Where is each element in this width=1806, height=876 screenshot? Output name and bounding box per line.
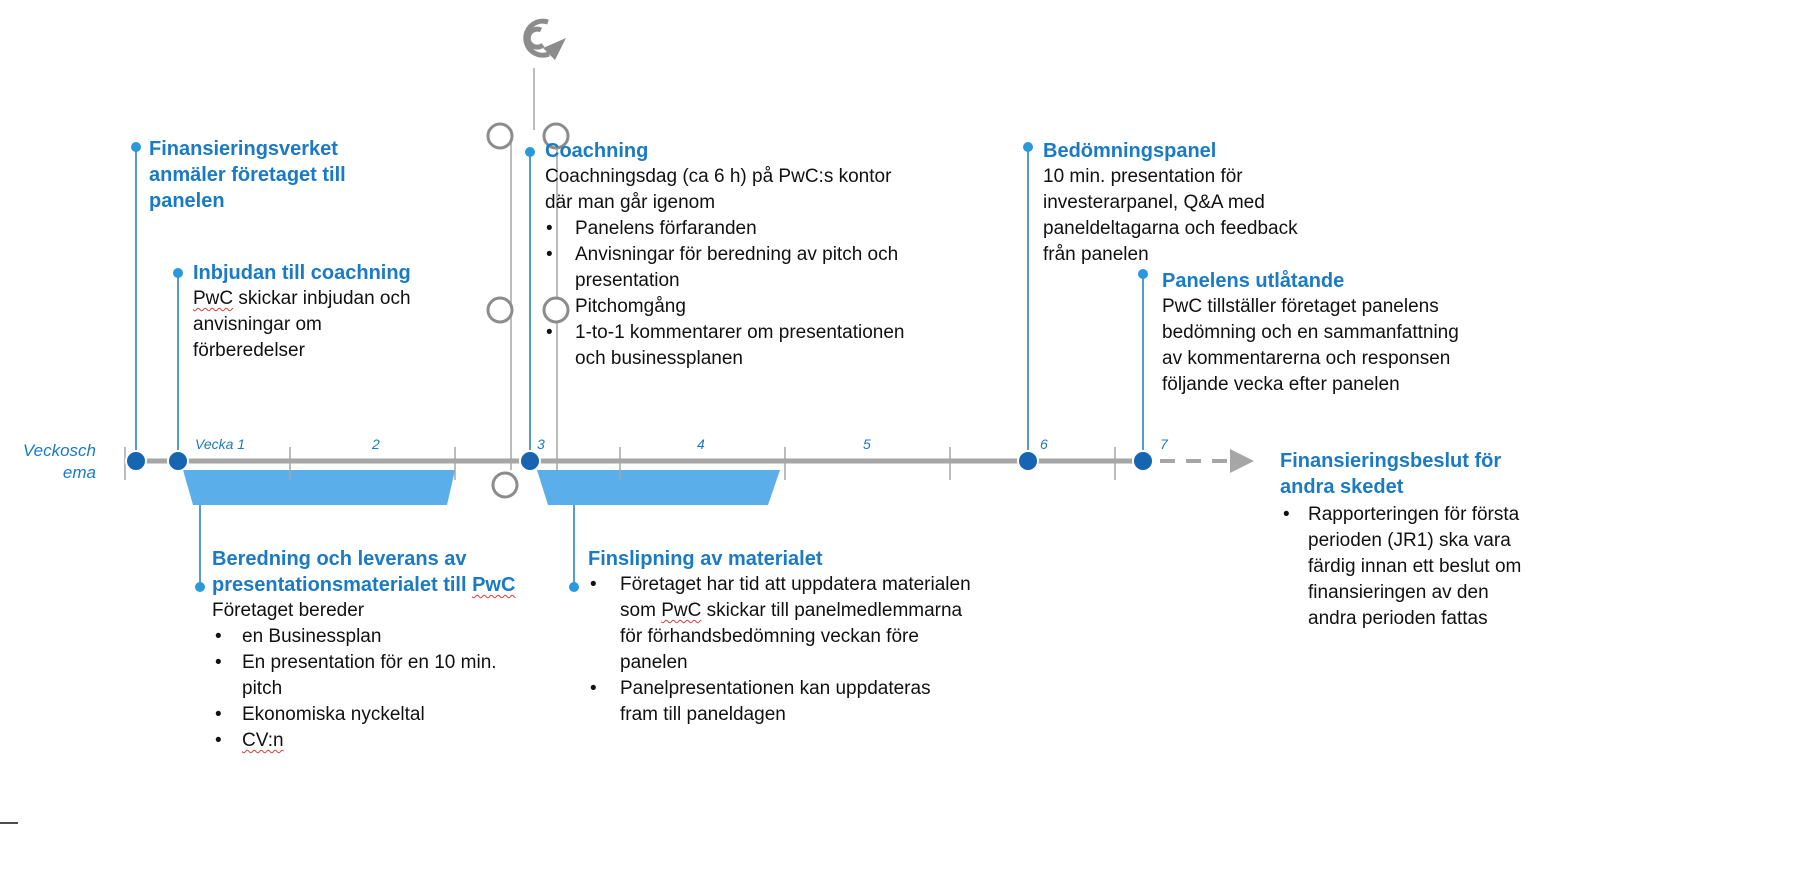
coachning-bullet: och businessplanen <box>575 348 743 369</box>
finansieringsbeslut-bullet: perioden (JR1) ska vara <box>1308 530 1511 551</box>
prep-band <box>183 470 455 505</box>
axis-label-line: ema <box>62 463 96 482</box>
timeline-axis <box>124 447 1227 480</box>
coachning-title: Coachning <box>545 140 649 162</box>
bullet-marker: • <box>215 626 222 647</box>
title-line: andra skedet <box>1280 476 1404 498</box>
bedomningspanel-block: Bedömningspanel 10 min. presentation för… <box>1043 138 1298 268</box>
week-label: 2 <box>372 436 380 452</box>
coachning-bullet: Panelens förfaranden <box>575 218 757 239</box>
utlatande-body-line: följande vecka efter panelen <box>1162 374 1400 395</box>
week-label: Vecka 1 <box>195 436 246 452</box>
coachning-body-line: Coachningsdag (ca 6 h) på PwC:s kontor <box>545 166 892 187</box>
bullet-marker: • <box>546 218 553 239</box>
spell-flag: PwC <box>193 288 234 309</box>
utlatande-body-line: PwC tillställer företaget panelens <box>1162 296 1439 317</box>
axis-label: Veckosch ema <box>20 440 96 484</box>
polish-band <box>537 470 780 505</box>
finslipning-bullet: fram till paneldagen <box>620 704 786 725</box>
arrow-right-icon <box>1230 449 1254 473</box>
bedomningspanel-body-line: paneldeltagarna och feedback <box>1043 218 1298 239</box>
beredning-title-text: presentationsmaterialet till <box>212 574 473 596</box>
bullet-marker: • <box>1283 504 1290 525</box>
finansieringsbeslut-bullet: andra perioden fattas <box>1308 608 1488 629</box>
finansieringsverket-title: Finansieringsverket anmäler företaget ti… <box>149 136 346 214</box>
finslipning-bullet: Panelpresentationen kan uppdateras <box>620 678 931 699</box>
bedomningspanel-body-line: från panelen <box>1043 244 1149 265</box>
bullet-marker: • <box>215 652 222 673</box>
coachning-body-line: där man går igenom <box>545 192 716 213</box>
finslipning-title: Finslipning av materialet <box>588 548 823 570</box>
beredning-block: Beredning och leverans av presentationsm… <box>212 546 515 624</box>
title-line: panelen <box>149 190 225 212</box>
utlatande-body-line: bedömning och en sammanfattning <box>1162 322 1459 343</box>
inbjudan-title: Inbjudan till coachning <box>193 262 411 284</box>
finslipning-bullet: som PwC skickar till panelmedlemmarna <box>620 598 962 624</box>
bullet-marker: • <box>590 574 597 595</box>
coachning-bullet: Pitchomgång <box>575 296 686 317</box>
rotate-handle-icon[interactable] <box>523 18 566 60</box>
bedomningspanel-body-line: 10 min. presentation för <box>1043 166 1243 187</box>
bullet-marker: • <box>546 322 553 343</box>
inbjudan-body-text: skickar inbjudan och <box>233 288 411 309</box>
connector-lines <box>135 147 1144 587</box>
beredning-bullet: En presentation för en 10 min. <box>242 652 497 673</box>
utlatande-block: Panelens utlåtande PwC tillställer föret… <box>1162 268 1459 398</box>
finslipning-text: som <box>620 600 662 621</box>
bullet-marker: • <box>590 678 597 699</box>
finslipning-bullet: panelen <box>620 652 688 673</box>
coachning-bullet: 1-to-1 kommentarer om presentationen <box>575 322 905 343</box>
finansieringsbeslut-bullet: Rapporteringen för första <box>1308 504 1520 525</box>
inbjudan-body-line: anvisningar om <box>193 314 322 335</box>
finansieringsbeslut-title: Finansieringsbeslut för andra skedet <box>1280 448 1501 500</box>
axis-label-line: Veckosch <box>22 441 96 460</box>
milestone-dots <box>125 450 1154 472</box>
week-label: 3 <box>537 436 545 452</box>
bullet-marker: • <box>215 730 222 751</box>
inbjudan-body-line: PwC skickar inbjudan och <box>193 286 411 312</box>
title-line: anmäler företaget till <box>149 164 346 186</box>
title-line: Finansieringsverket <box>149 138 338 160</box>
utlatande-body-line: av kommentarerna och responsen <box>1162 348 1451 369</box>
finslipning-text: skickar till panelmedlemmarna <box>701 600 963 621</box>
beredning-bullet: en Businessplan <box>242 626 382 647</box>
bullet-marker: • <box>546 244 553 265</box>
utlatande-title: Panelens utlåtande <box>1162 270 1345 292</box>
beredning-bullet: CV:n <box>242 730 284 751</box>
finslipning-bullet: Företaget har tid att uppdatera material… <box>620 574 971 595</box>
bedomningspanel-body-line: investerarpanel, Q&A med <box>1043 192 1265 213</box>
beredning-bullet: Ekonomiska nyckeltal <box>242 704 425 725</box>
beredning-title-line: presentationsmaterialet till PwC <box>212 572 515 598</box>
week-label: 4 <box>697 436 705 452</box>
spell-flag: PwC <box>661 600 702 621</box>
title-line: Finansieringsbeslut för <box>1280 450 1502 472</box>
coachning-bullet: Anvisningar för beredning av pitch och <box>575 244 899 265</box>
week-label: 6 <box>1040 436 1048 452</box>
coachning-bullet: presentation <box>575 270 680 291</box>
finansieringsbeslut-bullet: färdig innan ett beslut om <box>1308 556 1522 577</box>
inbjudan-block: Inbjudan till coachning PwC skickar inbj… <box>193 260 411 364</box>
label-dots <box>131 142 1148 592</box>
week-label: 7 <box>1160 436 1168 452</box>
beredning-title-line: Beredning och leverans av <box>212 548 467 570</box>
bullet-marker: • <box>215 704 222 725</box>
coachning-block: Coachning Coachningsdag (ca 6 h) på PwC:… <box>545 138 891 216</box>
beredning-intro: Företaget bereder <box>212 600 365 621</box>
finslipning-bullet: för förhandsbedömning veckan före <box>620 626 919 647</box>
beredning-bullet: pitch <box>242 678 283 699</box>
spell-flag: PwC <box>472 574 516 596</box>
bedomningspanel-title: Bedömningspanel <box>1043 140 1217 162</box>
inbjudan-body-line: förberedelser <box>193 340 305 361</box>
week-label: 5 <box>863 436 871 452</box>
finansieringsbeslut-bullet: finansieringen av den <box>1308 582 1489 603</box>
